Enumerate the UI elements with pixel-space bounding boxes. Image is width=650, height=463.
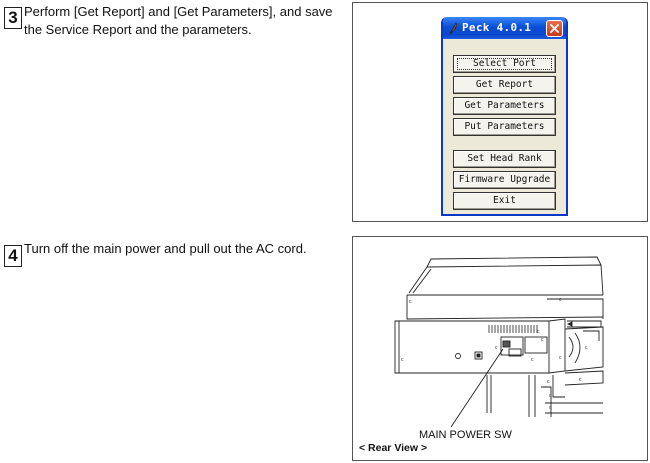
main-power-switch-callout: MAIN POWER SW (419, 429, 512, 441)
step-4-text: Turn off the main power and pull out the… (24, 241, 307, 256)
rear-view-label: < Rear View > (359, 442, 428, 454)
firmware-upgrade-button[interactable]: Firmware Upgrade (453, 171, 556, 189)
exit-button[interactable]: Exit (453, 192, 556, 210)
svg-text:c: c (579, 377, 582, 383)
svg-text:c: c (495, 345, 498, 351)
svg-text:c: c (401, 357, 404, 363)
svg-text:c: c (559, 355, 562, 361)
get-parameters-button[interactable]: Get Parameters (453, 97, 556, 115)
svg-text:c: c (585, 345, 588, 351)
select-port-button[interactable]: Select Port (453, 55, 556, 73)
set-head-rank-button[interactable]: Set Head Rank (453, 150, 556, 168)
svg-text:c: c (549, 405, 552, 411)
peck-dialog-window: Peck 4.0.1 Select Port Get Report Get Pa… (441, 17, 568, 216)
step-3-text-line-2: the Service Report and the parameters. (24, 22, 252, 37)
close-icon (550, 24, 559, 33)
feather-icon (449, 22, 458, 35)
svg-text:c: c (531, 357, 534, 363)
svg-text:c: c (549, 393, 552, 399)
svg-text:c: c (537, 329, 540, 335)
get-report-button[interactable]: Get Report (453, 76, 556, 94)
dialog-title: Peck 4.0.1 (462, 21, 532, 34)
close-button[interactable] (546, 20, 563, 37)
step-number-4: 4 (4, 245, 22, 267)
svg-text:c: c (559, 297, 562, 303)
rear-view-figure-frame: c c c c c c c c c c c c c MAIN POWER SW … (352, 236, 648, 461)
svg-text:c: c (541, 337, 544, 343)
printer-rear-view-illustration: c c c c c c c c c c c c c (394, 256, 604, 428)
svg-text:c: c (547, 379, 550, 385)
dialog-screenshot-frame: Peck 4.0.1 Select Port Get Report Get Pa… (352, 2, 648, 222)
dialog-titlebar: Peck 4.0.1 (443, 17, 566, 39)
put-parameters-button[interactable]: Put Parameters (453, 118, 556, 136)
svg-text:c: c (409, 299, 412, 305)
step-number-3: 3 (4, 7, 22, 29)
step-3-text-line-1: Perform [Get Report] and [Get Parameters… (24, 4, 333, 19)
